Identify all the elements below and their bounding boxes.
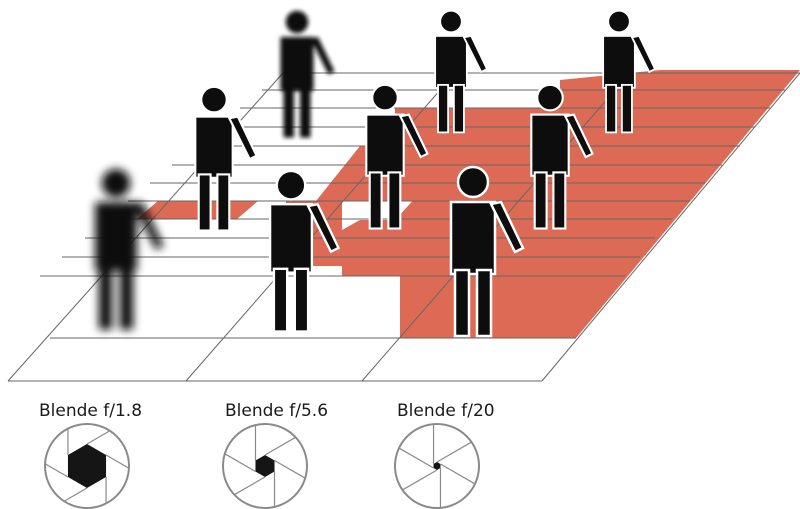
person-near-right [449,165,525,338]
aperture-label-3: Blende f/20 [397,401,495,421]
aperture-icon-2 [222,423,308,509]
aperture-icon-1 [44,423,130,509]
person-near-left [95,168,164,330]
person-far-right [602,9,657,134]
aperture-label-2: Blende f/5.6 [225,401,329,421]
people-group [95,9,657,338]
person-far-center [280,10,335,138]
person-near-center [268,169,341,333]
aperture-label-1: Blende f/1.8 [39,401,143,421]
person-mid-center [365,83,429,230]
aperture-icon-3 [394,423,480,509]
person-mid-right [530,83,594,230]
person-far-middle [434,9,489,134]
person-mid-left [194,85,258,232]
aperture-icons [44,423,480,509]
